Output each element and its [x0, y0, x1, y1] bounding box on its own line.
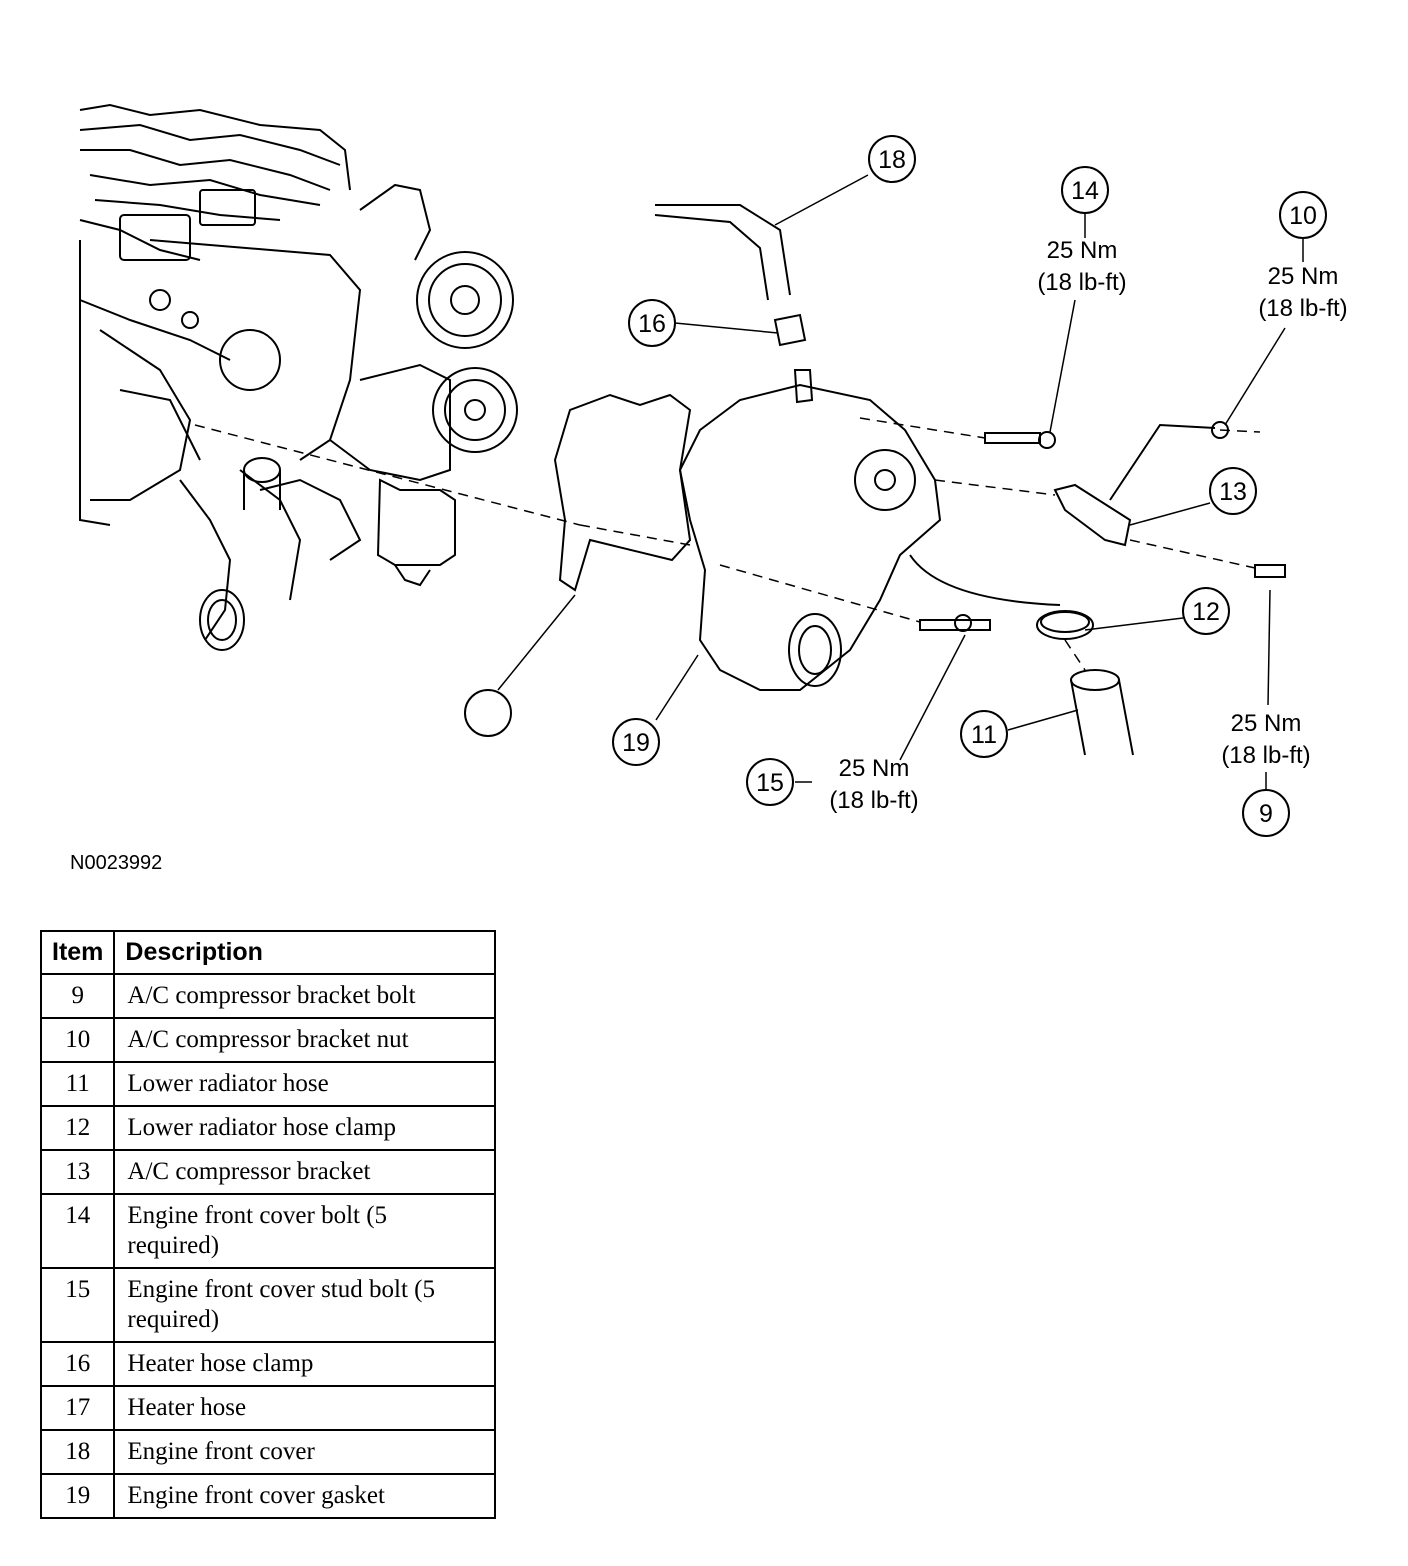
svg-text:(18 lb-ft): (18 lb-ft) — [1258, 295, 1347, 322]
callout-14: 14 — [1061, 166, 1109, 214]
heater-hose-edge — [654, 214, 769, 301]
ac-compressor-bracket-drawing — [1053, 483, 1132, 547]
svg-text:16: 16 — [638, 310, 666, 338]
item-description: A/C compressor bracket bolt — [113, 973, 496, 1019]
svg-text:25 Nm: 25 Nm — [1268, 263, 1339, 290]
item-number: 14 — [39, 1193, 116, 1269]
svg-text:9: 9 — [1259, 800, 1273, 828]
engine-front-cover-drawing — [678, 383, 942, 691]
item-description: Lower radiator hose — [113, 1061, 496, 1107]
bracket-bolt-drawing — [1254, 564, 1286, 578]
item-description: Engine front cover bolt (5 required) — [113, 1193, 496, 1269]
torque-spec-item-14: 25 Nm (18 lb-ft) — [1037, 237, 1126, 296]
alignment-lines — [194, 417, 1261, 671]
svg-text:25 Nm: 25 Nm — [839, 755, 910, 782]
heater-hose-drawing — [655, 204, 791, 296]
svg-text:11: 11 — [971, 721, 997, 749]
item-number: 18 — [39, 1429, 116, 1475]
torque-spec-item-15: 25 Nm (18 lb-ft) — [829, 755, 918, 814]
torque-specs: 25 Nm (18 lb-ft) 25 Nm (18 lb-ft) 25 Nm … — [829, 237, 1347, 814]
svg-text:14: 14 — [1071, 177, 1099, 205]
item-number: 10 — [39, 1017, 116, 1063]
item-description: A/C compressor bracket nut — [113, 1017, 496, 1063]
item-number: 15 — [39, 1267, 116, 1343]
table-row: 9 A/C compressor bracket bolt — [39, 973, 496, 1019]
table-row: 17 Heater hose — [39, 1385, 496, 1431]
item-number: 11 — [39, 1061, 116, 1107]
svg-text:10: 10 — [1289, 202, 1317, 230]
item-description: Engine front cover gasket — [113, 1473, 496, 1519]
item-number: 9 — [39, 973, 116, 1019]
callout-18: 19 — [612, 718, 660, 766]
svg-text:25 Nm: 25 Nm — [1047, 237, 1118, 264]
svg-text:(18 lb-ft): (18 lb-ft) — [829, 787, 918, 814]
figure-id: N0023992 — [70, 852, 163, 874]
table-row: 16 Heater hose clamp — [39, 1341, 496, 1387]
item-number: 19 — [39, 1473, 116, 1519]
table-row: 12 Lower radiator hose clamp — [39, 1105, 496, 1151]
table-row: 18 Engine front cover — [39, 1429, 496, 1475]
heater-hose-clamp-drawing — [773, 313, 807, 347]
svg-text:25 Nm: 25 Nm — [1231, 710, 1302, 737]
item-number: 16 — [39, 1341, 116, 1387]
engine-block-drawing — [79, 103, 518, 651]
item-description: Lower radiator hose clamp — [113, 1105, 496, 1151]
torque-spec-item-9: 25 Nm (18 lb-ft) — [1221, 710, 1310, 769]
item-description: Heater hose clamp — [113, 1341, 496, 1387]
item-number: 17 — [39, 1385, 116, 1431]
water-pump-hub — [854, 449, 916, 511]
callout-12: 12 — [1182, 587, 1230, 635]
svg-text:19: 19 — [622, 729, 650, 757]
item-description: Heater hose — [113, 1385, 496, 1431]
table-row: 11 Lower radiator hose — [39, 1061, 496, 1107]
svg-text:(18 lb-ft): (18 lb-ft) — [1037, 269, 1126, 296]
table-header-row: Item Description — [39, 930, 496, 975]
callout-16: 16 — [628, 299, 676, 347]
table-row: 10 A/C compressor bracket nut — [39, 1017, 496, 1063]
svg-text:18: 18 — [878, 146, 906, 174]
callout-17: 18 — [868, 135, 916, 183]
item-number: 12 — [39, 1105, 116, 1151]
lower-radiator-hose-drawing — [1070, 669, 1120, 691]
exploded-view-diagram: 18 16 14 10 13 12 11 15 — [79, 103, 1348, 837]
callout-13: 13 — [1209, 467, 1257, 515]
callout-11: 11 — [960, 710, 1008, 758]
engine-artwork — [79, 103, 1286, 756]
front-cover-bolt-drawing — [984, 432, 1041, 444]
svg-text:13: 13 — [1219, 478, 1247, 506]
item-description: Engine front cover stud bolt (5 required… — [113, 1267, 496, 1343]
callouts: 18 16 14 10 13 12 11 15 — [464, 135, 1327, 837]
item-description: A/C compressor bracket — [113, 1149, 496, 1195]
callout-15: 15 — [746, 758, 794, 806]
diagram-canvas: 18 16 14 10 13 12 11 15 — [79, 103, 1348, 837]
leader-lines — [497, 174, 1304, 790]
table-row: 13 A/C compressor bracket — [39, 1149, 496, 1195]
column-header-item: Item — [39, 930, 116, 975]
front-cover-gasket-drawing — [553, 393, 692, 592]
parts-legend-table: Item Description 9 A/C compressor bracke… — [39, 930, 496, 1519]
svg-text:12: 12 — [1192, 598, 1220, 626]
callout-19 — [464, 689, 512, 737]
item-description: Engine front cover — [113, 1429, 496, 1475]
callout-9: 9 — [1242, 789, 1290, 837]
column-header-description: Description — [113, 930, 496, 975]
table-row: 19 Engine front cover gasket — [39, 1473, 496, 1519]
svg-text:15: 15 — [756, 769, 784, 797]
table-row: 15 Engine front cover stud bolt (5 requi… — [39, 1267, 496, 1343]
callout-10: 10 — [1279, 191, 1327, 239]
svg-text:(18 lb-ft): (18 lb-ft) — [1221, 742, 1310, 769]
table-row: 14 Engine front cover bolt (5 required) — [39, 1193, 496, 1269]
torque-spec-item-10: 25 Nm (18 lb-ft) — [1258, 263, 1347, 322]
item-number: 13 — [39, 1149, 116, 1195]
